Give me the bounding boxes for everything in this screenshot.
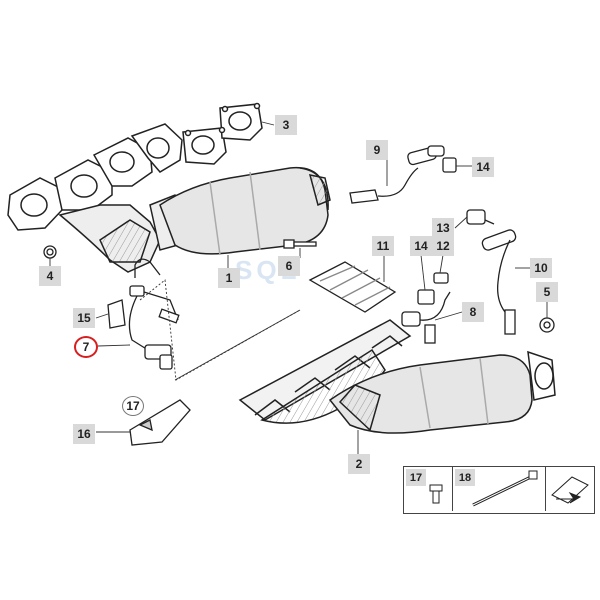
legend-label-17: 17	[406, 469, 426, 486]
callout-part-4[interactable]: 4	[39, 266, 61, 286]
legend-cell-17: 17	[404, 467, 453, 511]
callout-part-8[interactable]: 8	[462, 302, 484, 322]
legend-cell-18: 18	[453, 467, 546, 511]
oxygen-sensor-part-10	[481, 229, 517, 335]
callout-part-17[interactable]: 17	[122, 396, 144, 416]
oxygen-sensor-part-9	[349, 145, 445, 204]
nut-part-5	[539, 317, 555, 333]
callout-part-15[interactable]: 15	[73, 308, 95, 328]
callout-part-14-upper[interactable]: 14	[472, 157, 494, 177]
callout-part-6[interactable]: 6	[278, 256, 300, 276]
bracket-part-15	[107, 299, 126, 329]
bolt-icon	[429, 484, 443, 504]
callout-part-14-lower[interactable]: 14	[410, 236, 432, 256]
bracket-part-16	[129, 399, 191, 446]
clip-part-13	[466, 209, 495, 225]
clip-part-14-upper	[442, 157, 457, 173]
leader-lines	[49, 121, 548, 455]
nut-part-4	[43, 245, 57, 259]
bolt-part-6	[283, 239, 317, 249]
manifold-part-1	[7, 123, 191, 273]
callout-part-12[interactable]: 12	[432, 236, 454, 256]
callout-part-2[interactable]: 2	[348, 454, 370, 474]
callout-part-10[interactable]: 10	[530, 258, 552, 278]
oxygen-sensor-part-8	[401, 291, 451, 344]
callout-part-3[interactable]: 3	[275, 115, 297, 135]
catalytic-converter-front	[159, 166, 331, 256]
arrow-icon	[551, 476, 589, 504]
callout-part-13[interactable]: 13	[432, 218, 454, 238]
legend-box: 17 18	[403, 466, 595, 514]
callout-part-11[interactable]: 11	[372, 236, 394, 256]
legend-cell-arrow	[546, 467, 593, 511]
catalytic-converter-rear	[328, 350, 556, 434]
callout-part-5[interactable]: 5	[536, 282, 558, 302]
legend-label-18: 18	[455, 469, 475, 486]
callout-part-1[interactable]: 1	[218, 268, 240, 288]
callout-part-16[interactable]: 16	[73, 424, 95, 444]
oxygen-sensor-part-7	[128, 258, 180, 370]
callout-part-7[interactable]: 7	[74, 336, 98, 358]
gasket-part-3	[182, 102, 263, 165]
connector-part-12	[417, 272, 449, 305]
callout-part-9[interactable]: 9	[366, 140, 388, 160]
heat-shield-part-11	[308, 261, 397, 313]
cable-tie-icon	[472, 470, 538, 507]
